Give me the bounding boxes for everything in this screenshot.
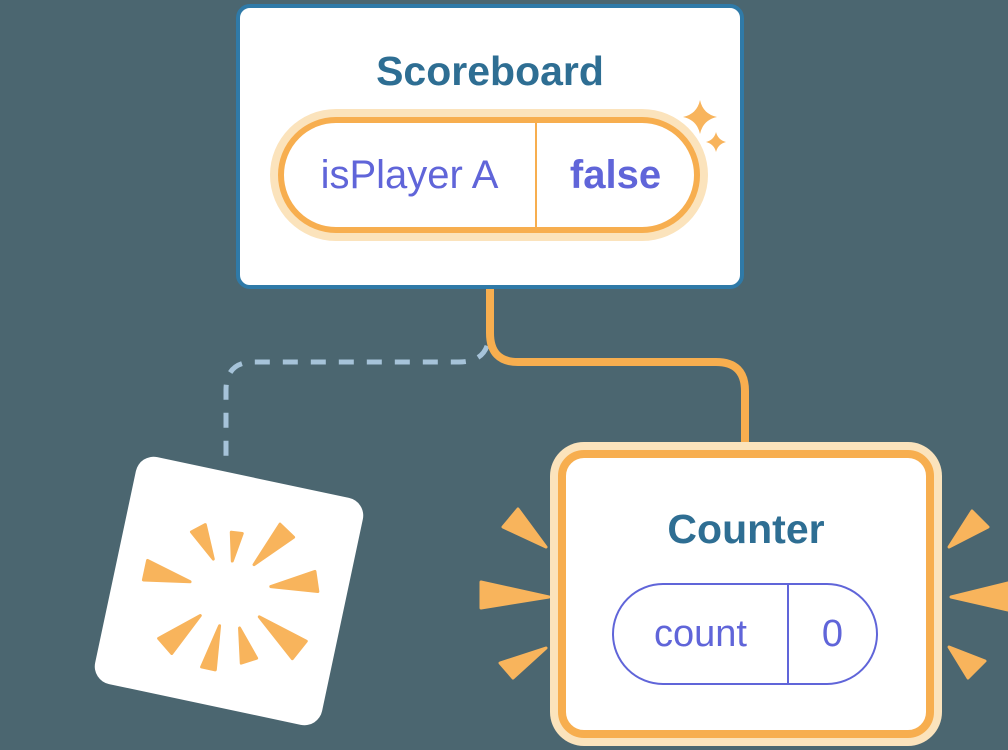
sparkles-icon xyxy=(683,100,726,152)
scoreboard-card: Scoreboard isPlayer A false xyxy=(236,4,744,289)
poof-burst-icon xyxy=(141,522,320,672)
state-name-cell: isPlayer A xyxy=(284,123,537,227)
counter-card: Counter count 0 xyxy=(558,450,934,738)
counter-state-pill: count 0 xyxy=(612,583,878,685)
state-name-label: isPlayer A xyxy=(320,152,499,197)
state-value-cell: false xyxy=(537,123,694,227)
scoreboard-title: Scoreboard xyxy=(376,48,604,94)
state-name-label: count xyxy=(654,612,747,655)
state-value-label: 0 xyxy=(821,612,844,655)
emphasis-rays-icon xyxy=(479,507,1008,680)
counter-title: Counter xyxy=(667,506,825,552)
state-value-cell: 0 xyxy=(789,585,876,683)
dashed-connector-line xyxy=(223,318,492,461)
destroyed-component-card xyxy=(91,453,367,729)
state-value-label: false xyxy=(569,152,662,197)
orange-connector-line xyxy=(486,284,749,457)
scoreboard-state-pill: isPlayer A false xyxy=(278,117,700,233)
state-name-cell: count xyxy=(614,585,789,683)
